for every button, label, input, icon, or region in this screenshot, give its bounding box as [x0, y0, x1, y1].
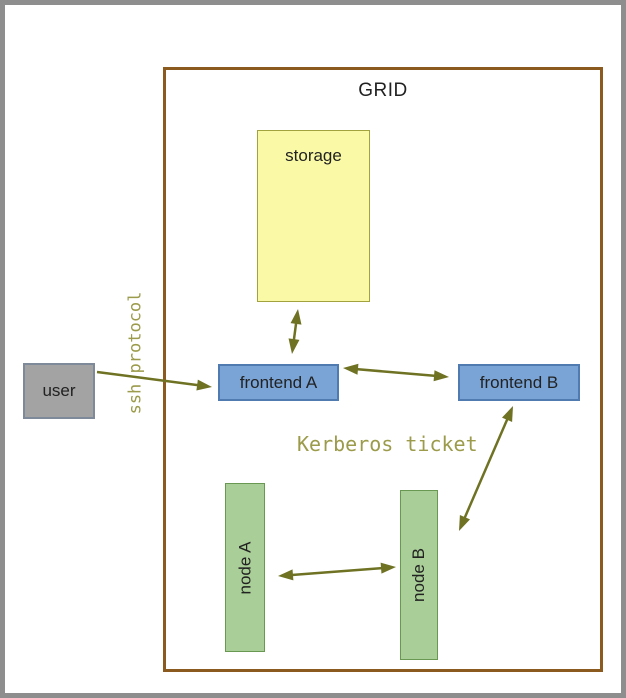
grid-container-box [163, 67, 603, 672]
frontend-b-label: frontend B [479, 372, 559, 392]
kerberos-ticket-edge-label: Kerberos ticket [297, 432, 478, 456]
frontend-a-box: frontend A [218, 364, 339, 401]
user-box: user [23, 363, 95, 419]
storage-box: storage [257, 130, 370, 302]
frontend-a-label: frontend A [239, 372, 318, 392]
node-a-label: node A [235, 541, 255, 594]
ssh-protocol-text: ssh protocol [125, 291, 146, 415]
ssh-protocol-edge-label: ssh protocol [116, 287, 154, 419]
grid-container-label: GRID [358, 80, 408, 101]
node-b-label: node B [409, 548, 429, 602]
node-a-box: node A [225, 483, 265, 652]
user-label: user [42, 381, 76, 400]
frontend-b-box: frontend B [458, 364, 580, 401]
node-b-box: node B [400, 490, 438, 660]
storage-label: storage [285, 146, 342, 165]
